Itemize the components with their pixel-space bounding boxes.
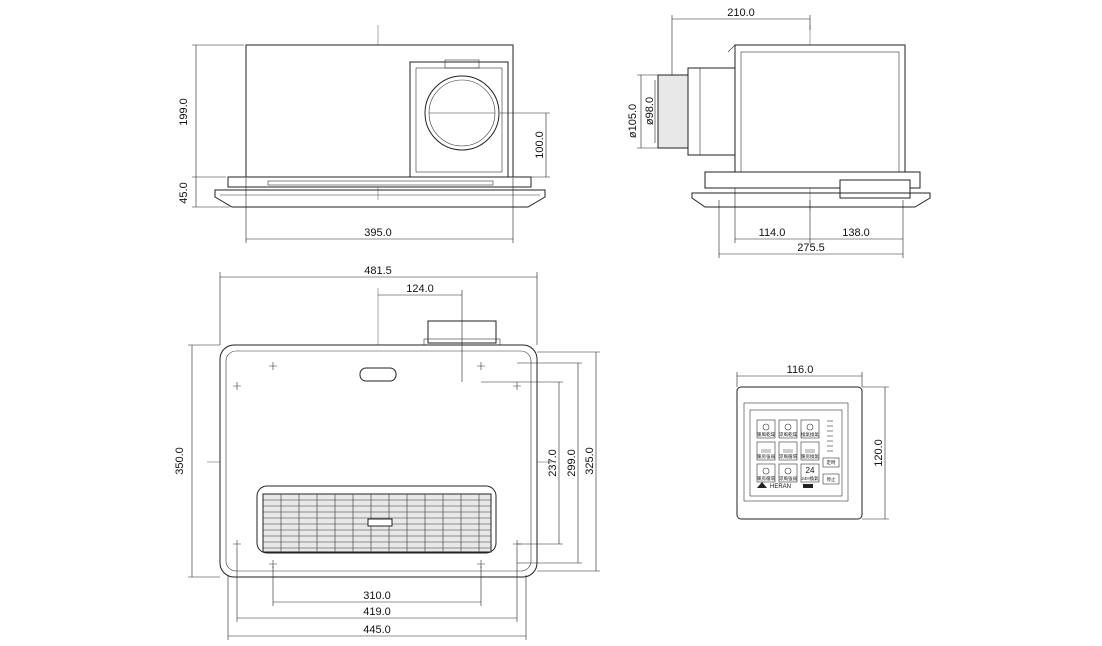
button-label: 24H換氣 xyxy=(801,475,819,482)
front-view: 199.0 45.0 100.0 395.0 xyxy=(178,25,550,243)
dim-275-5: 275.5 xyxy=(797,242,825,254)
dim-dia-98: ø98.0 xyxy=(644,97,656,125)
dim-199: 199.0 xyxy=(178,98,190,126)
button-label: 暖房循環 xyxy=(757,475,775,482)
dim-45: 45.0 xyxy=(178,182,190,203)
dim-116: 116.0 xyxy=(787,364,814,376)
button-label: 涼風強弱 xyxy=(779,475,797,482)
button-label: 暖房強弱 xyxy=(757,453,775,460)
dim-445: 445.0 xyxy=(363,624,391,636)
control-panel-view: 暖風乾燥 涼風乾燥 換氣換氣 暖房強弱 涼風循環 暖房換氣 暖房循環 涼風強弱 … xyxy=(736,364,889,520)
dim-dia-105: ø105.0 xyxy=(627,104,639,138)
control-buttons: 暖風乾燥 涼風乾燥 換氣換氣 暖房強弱 涼風循環 暖房換氣 暖房循環 涼風強弱 … xyxy=(756,419,819,483)
button-label: 涼風乾燥 xyxy=(779,431,797,438)
top-view: 481.5 124.0 350.0 237.0 299.0 325.0 310.… xyxy=(174,265,600,640)
dim-138: 138.0 xyxy=(842,227,870,239)
dim-237: 237.0 xyxy=(547,449,559,477)
power-button-label: 停止 xyxy=(827,476,836,483)
side-view: 210.0 ø105.0 ø98.0 114.0 138.0 275.5 xyxy=(627,7,931,258)
button-label: 暖風乾燥 xyxy=(757,431,775,438)
dim-124: 124.0 xyxy=(406,283,434,295)
dim-120: 120.0 xyxy=(873,439,885,467)
dim-100: 100.0 xyxy=(534,131,546,159)
dim-310: 310.0 xyxy=(363,590,391,602)
dim-325: 325.0 xyxy=(584,447,596,475)
brand-label: HERAN xyxy=(770,484,791,490)
dim-299: 299.0 xyxy=(566,449,578,477)
button-label: 涼風循環 xyxy=(779,453,797,460)
digit-24: 24 xyxy=(806,466,815,475)
dim-419: 419.0 xyxy=(363,606,391,618)
dim-210: 210.0 xyxy=(727,7,755,19)
led-indicators xyxy=(827,420,833,452)
dim-481-5: 481.5 xyxy=(364,265,392,277)
dim-350: 350.0 xyxy=(174,447,186,475)
button-label: 暖房換氣 xyxy=(801,453,819,460)
button-label: 換氣換氣 xyxy=(801,431,819,438)
timer-button-label: 定時 xyxy=(827,459,836,466)
dim-395: 395.0 xyxy=(364,227,392,239)
dim-114: 114.0 xyxy=(759,227,786,239)
